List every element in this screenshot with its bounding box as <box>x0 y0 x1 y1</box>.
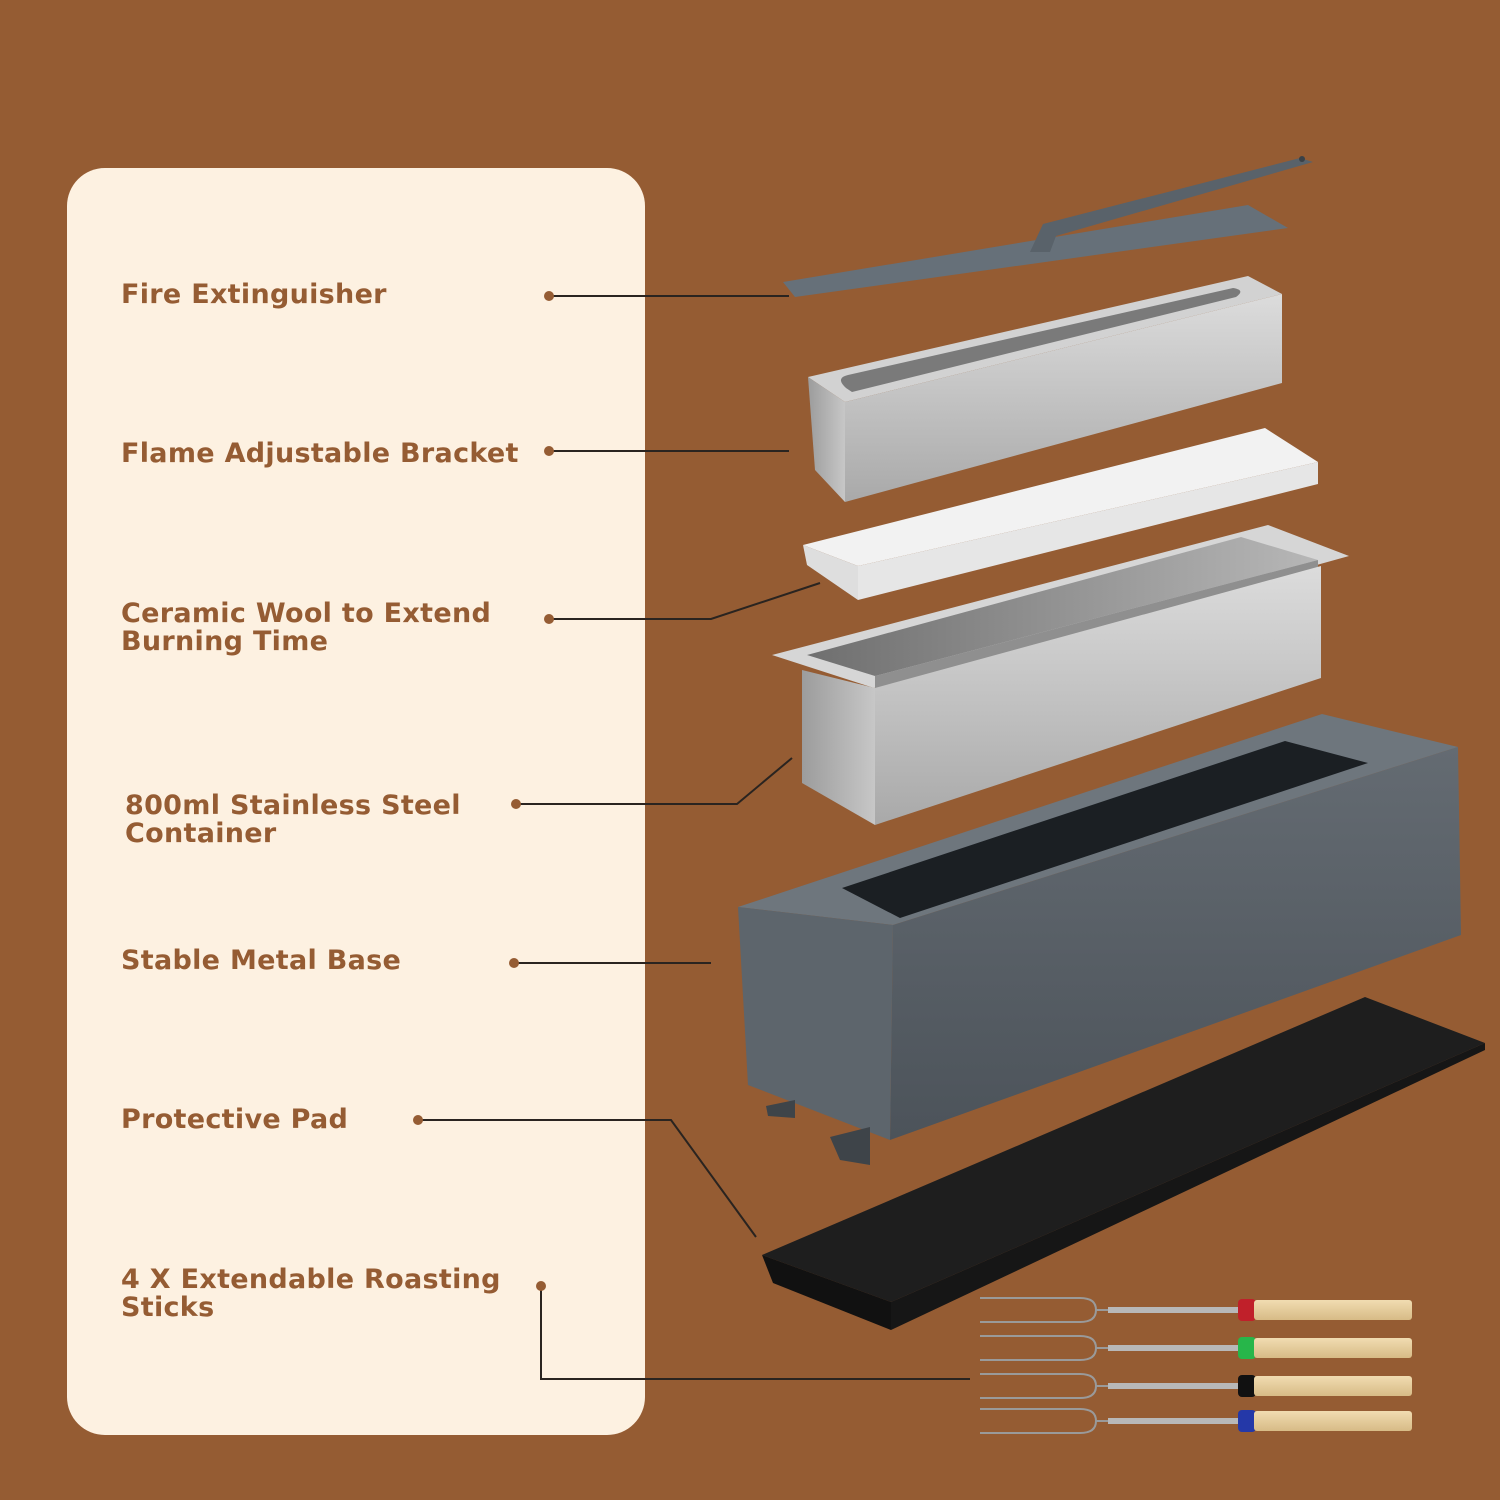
stick-grip-collar <box>1238 1410 1256 1432</box>
roasting-stick <box>980 1408 1412 1434</box>
stick-handle <box>1254 1376 1412 1396</box>
leader-ceramic-wool <box>549 582 821 620</box>
flame-adjustable-bracket-part <box>808 276 1282 502</box>
roasting-stick <box>980 1373 1412 1399</box>
dot-fire-extinguisher <box>544 291 554 301</box>
label-stainless-container: 800ml Stainless Steel Container <box>125 790 461 849</box>
stick-fork <box>980 1297 1110 1323</box>
ceramic-wool-part <box>803 428 1318 600</box>
dot-stainless-container <box>511 799 521 809</box>
label-panel <box>67 168 645 1435</box>
leader-stainless-container <box>516 757 793 805</box>
leader-protective-pad <box>418 1119 757 1238</box>
metal-base-part <box>738 714 1461 1165</box>
stick-handle <box>1254 1411 1412 1431</box>
stick-fork <box>980 1373 1110 1399</box>
stick-shaft <box>1108 1345 1242 1351</box>
stick-grip-collar <box>1238 1299 1256 1321</box>
stick-shaft <box>1108 1383 1242 1389</box>
stick-fork <box>980 1408 1110 1434</box>
fire-extinguisher-part <box>783 156 1313 297</box>
stick-shaft <box>1108 1307 1242 1313</box>
dot-metal-base <box>509 958 519 968</box>
label-ceramic-wool: Ceramic Wool to Extend Burning Time <box>121 598 492 657</box>
roasting-stick <box>980 1297 1412 1323</box>
stick-grip-collar <box>1238 1375 1256 1397</box>
stick-handle <box>1254 1300 1412 1320</box>
dot-flame-adjustable-bracket <box>544 446 554 456</box>
label-roasting-sticks: 4 X Extendable Roasting Sticks <box>121 1264 501 1323</box>
label-flame-adjustable-bracket: Flame Adjustable Bracket <box>121 438 519 469</box>
dot-roasting-sticks <box>536 1281 546 1291</box>
leader-roasting-sticks <box>540 1286 970 1380</box>
roasting-sticks-part <box>980 1297 1412 1434</box>
protective-pad-part <box>762 997 1485 1330</box>
label-metal-base: Stable Metal Base <box>121 945 402 976</box>
roasting-stick <box>980 1335 1412 1361</box>
stick-grip-collar <box>1238 1337 1256 1359</box>
stainless-container-part <box>772 525 1349 825</box>
dot-ceramic-wool <box>544 614 554 624</box>
label-fire-extinguisher: Fire Extinguisher <box>121 279 387 310</box>
dot-protective-pad <box>413 1115 423 1125</box>
label-protective-pad: Protective Pad <box>121 1104 349 1135</box>
stick-shaft <box>1108 1418 1242 1424</box>
stick-fork <box>980 1335 1110 1361</box>
stick-handle <box>1254 1338 1412 1358</box>
